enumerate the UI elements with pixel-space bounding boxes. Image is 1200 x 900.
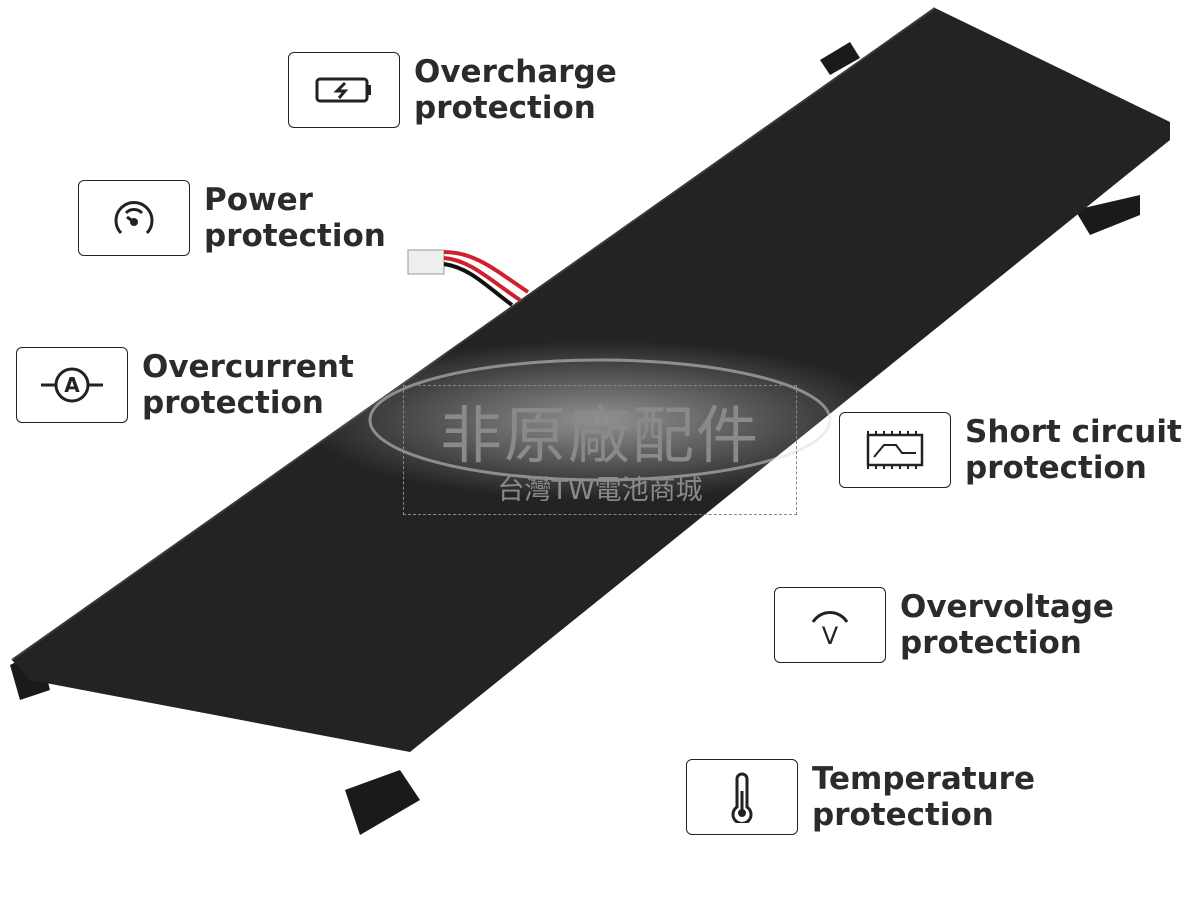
feature-subtitle: protection: [965, 450, 1147, 486]
feature-subtitle: protection: [812, 797, 994, 833]
feature-subtitle: protection: [414, 90, 596, 126]
svg-text:A: A: [64, 373, 80, 397]
battery-charge-icon: [288, 52, 400, 128]
thermometer-icon: [686, 759, 798, 835]
circuit-board-icon: [839, 412, 951, 488]
feature-title: Short circuit: [965, 414, 1182, 450]
feature-title: Power: [204, 182, 313, 218]
feature-subtitle: protection: [900, 625, 1082, 661]
svg-text:V: V: [822, 622, 839, 650]
connector-cable: [407, 249, 530, 307]
ammeter-icon: A: [16, 347, 128, 423]
feature-subtitle: protection: [204, 218, 386, 254]
feature-title: Temperature: [812, 761, 1035, 797]
gauge-icon: [78, 180, 190, 256]
swirl-effect: [300, 340, 900, 500]
feature-title: Overvoltage: [900, 589, 1114, 625]
watermark-subtitle: 台灣TW電池商城: [497, 475, 703, 506]
feature-subtitle: protection: [142, 385, 324, 421]
watermark: 非原廠配件 台灣TW電池商城: [403, 385, 797, 515]
feature-title: Overcharge: [414, 54, 617, 90]
watermark-title: 非原廠配件: [439, 399, 760, 472]
feature-title: Overcurrent: [142, 349, 354, 385]
voltage-icon: V: [774, 587, 886, 663]
